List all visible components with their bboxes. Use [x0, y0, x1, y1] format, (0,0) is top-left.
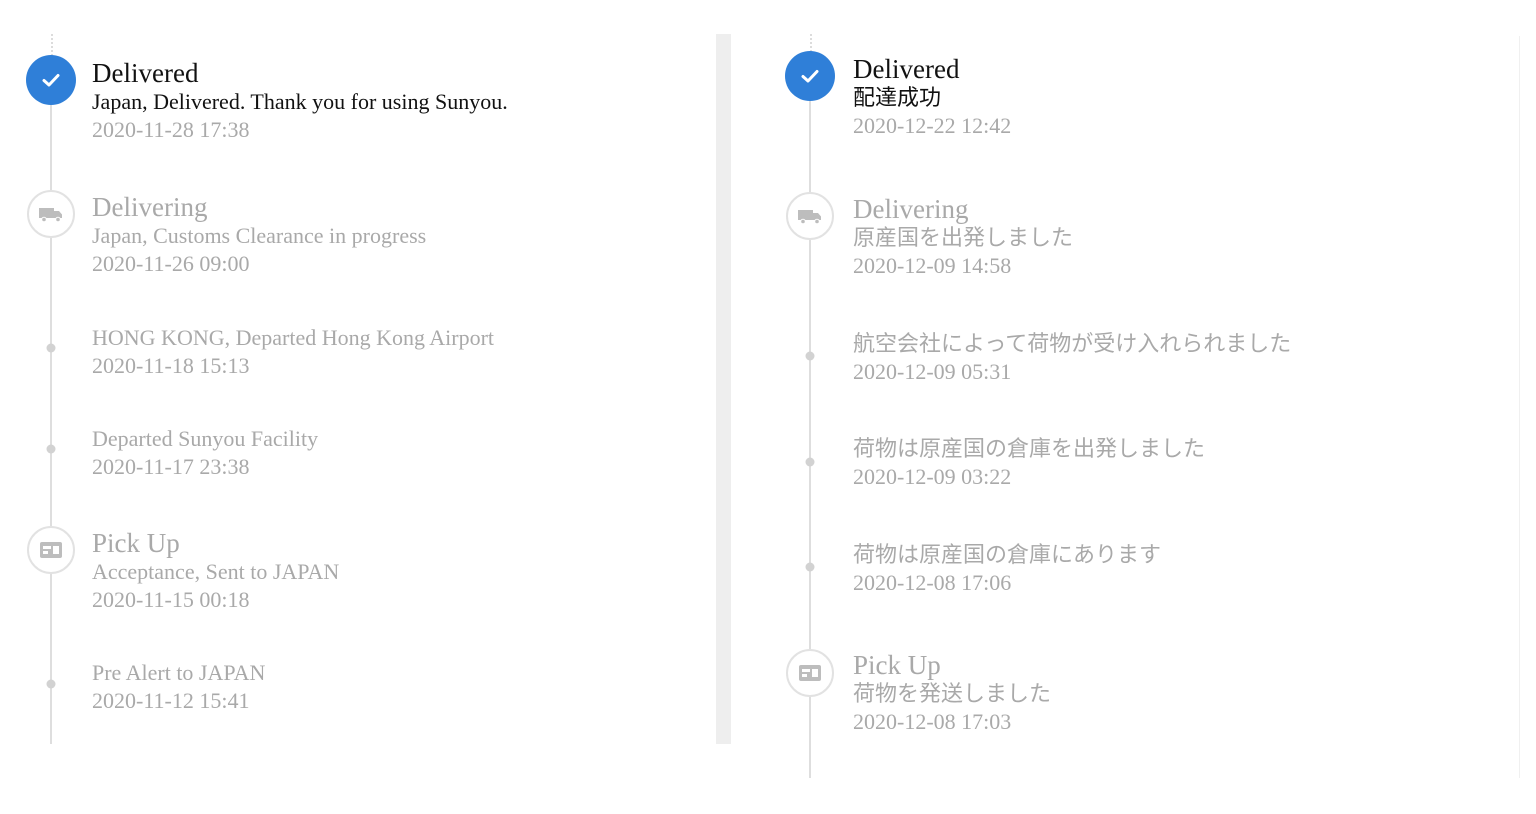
event-status-title: Delivered: [92, 58, 199, 88]
event-description: Pre Alert to JAPAN: [92, 660, 266, 685]
event-description: 荷物は原産国の倉庫を出発しました: [853, 436, 1206, 461]
timeline-event: Pick Up Acceptance, Sent to JAPAN 2020-1…: [92, 528, 339, 613]
event-timestamp: 2020-11-28 17:38: [92, 117, 250, 142]
event-description: Departed Sunyou Facility: [92, 426, 319, 451]
event-description: HONG KONG, Departed Hong Kong Airport: [92, 325, 495, 350]
event-description: 配達成功: [853, 85, 942, 110]
event-status-title: Delivering: [853, 194, 969, 224]
event-timestamp: 2020-12-09 05:31: [853, 359, 1012, 384]
event-timestamp: 2020-12-09 14:58: [853, 253, 1012, 278]
timeline-event: Delivered 配達成功 2020-12-22 12:42: [853, 54, 1011, 139]
tracking-timeline-english: Delivered Japan, Delivered. Thank you fo…: [0, 0, 716, 814]
event-description: 航空会社によって荷物が受け入れられました: [853, 331, 1292, 356]
right-edge-border: [1519, 36, 1520, 778]
event-timestamp: 2020-12-09 03:22: [853, 464, 1012, 489]
event-timestamp: 2020-11-26 09:00: [92, 251, 250, 276]
event-description: 荷物を発送しました: [853, 681, 1052, 706]
truck-icon: [786, 192, 834, 240]
timeline-event: Departed Sunyou Facility 2020-11-17 23:3…: [92, 425, 318, 480]
timeline-rail: [50, 56, 52, 744]
timeline-event: Pick Up 荷物を発送しました 2020-12-08 17:03: [853, 650, 1051, 735]
event-description: Acceptance, Sent to JAPAN: [92, 559, 340, 584]
timeline-dot: [805, 562, 815, 572]
timeline-event: Delivered Japan, Delivered. Thank you fo…: [92, 58, 508, 143]
event-status-title: Pick Up: [92, 528, 180, 558]
event-status-title: Pick Up: [853, 650, 941, 680]
timeline-event: 荷物は原産国の倉庫にあります 2020-12-08 17:06: [853, 541, 1161, 596]
timeline-event: 航空会社によって荷物が受け入れられました 2020-12-09 05:31: [853, 330, 1291, 385]
event-description: 原産国を出発しました: [853, 225, 1074, 250]
event-status-title: Delivering: [92, 192, 208, 222]
timeline-dot: [805, 351, 815, 361]
event-timestamp: 2020-12-08 17:06: [853, 570, 1012, 595]
truck-icon: [27, 190, 75, 238]
timeline-event: Delivering Japan, Customs Clearance in p…: [92, 192, 426, 277]
timeline-rail-top: [810, 34, 812, 52]
event-timestamp: 2020-11-17 23:38: [92, 454, 250, 479]
package-icon: [27, 526, 75, 574]
event-status-title: Delivered: [853, 54, 960, 84]
event-description: 荷物は原産国の倉庫にあります: [853, 542, 1162, 567]
tracking-timeline-japanese: Delivered 配達成功 2020-12-22 12:42 Deliveri…: [731, 0, 1536, 814]
timeline-event: 荷物は原産国の倉庫を出発しました 2020-12-09 03:22: [853, 435, 1205, 490]
timeline-dot: [805, 457, 815, 467]
timeline-event: Pre Alert to JAPAN 2020-11-12 15:41: [92, 659, 265, 714]
timeline-dot: [46, 343, 56, 353]
timeline-dot: [46, 444, 56, 454]
package-icon: [786, 649, 834, 697]
event-description: Japan, Customs Clearance in progress: [92, 223, 427, 248]
event-timestamp: 2020-11-12 15:41: [92, 688, 250, 713]
check-icon: [26, 55, 76, 105]
timeline-rail: [809, 52, 811, 778]
check-icon: [785, 51, 835, 101]
event-description: Japan, Delivered. Thank you for using Su…: [92, 89, 508, 114]
panel-divider: [716, 34, 731, 744]
timeline-event: HONG KONG, Departed Hong Kong Airport 20…: [92, 324, 494, 379]
timeline-event: Delivering 原産国を出発しました 2020-12-09 14:58: [853, 194, 1073, 279]
event-timestamp: 2020-11-18 15:13: [92, 353, 250, 378]
event-timestamp: 2020-12-08 17:03: [853, 709, 1012, 734]
timeline-dot: [46, 679, 56, 689]
timeline-rail-top: [51, 34, 53, 56]
event-timestamp: 2020-12-22 12:42: [853, 113, 1012, 138]
event-timestamp: 2020-11-15 00:18: [92, 587, 250, 612]
